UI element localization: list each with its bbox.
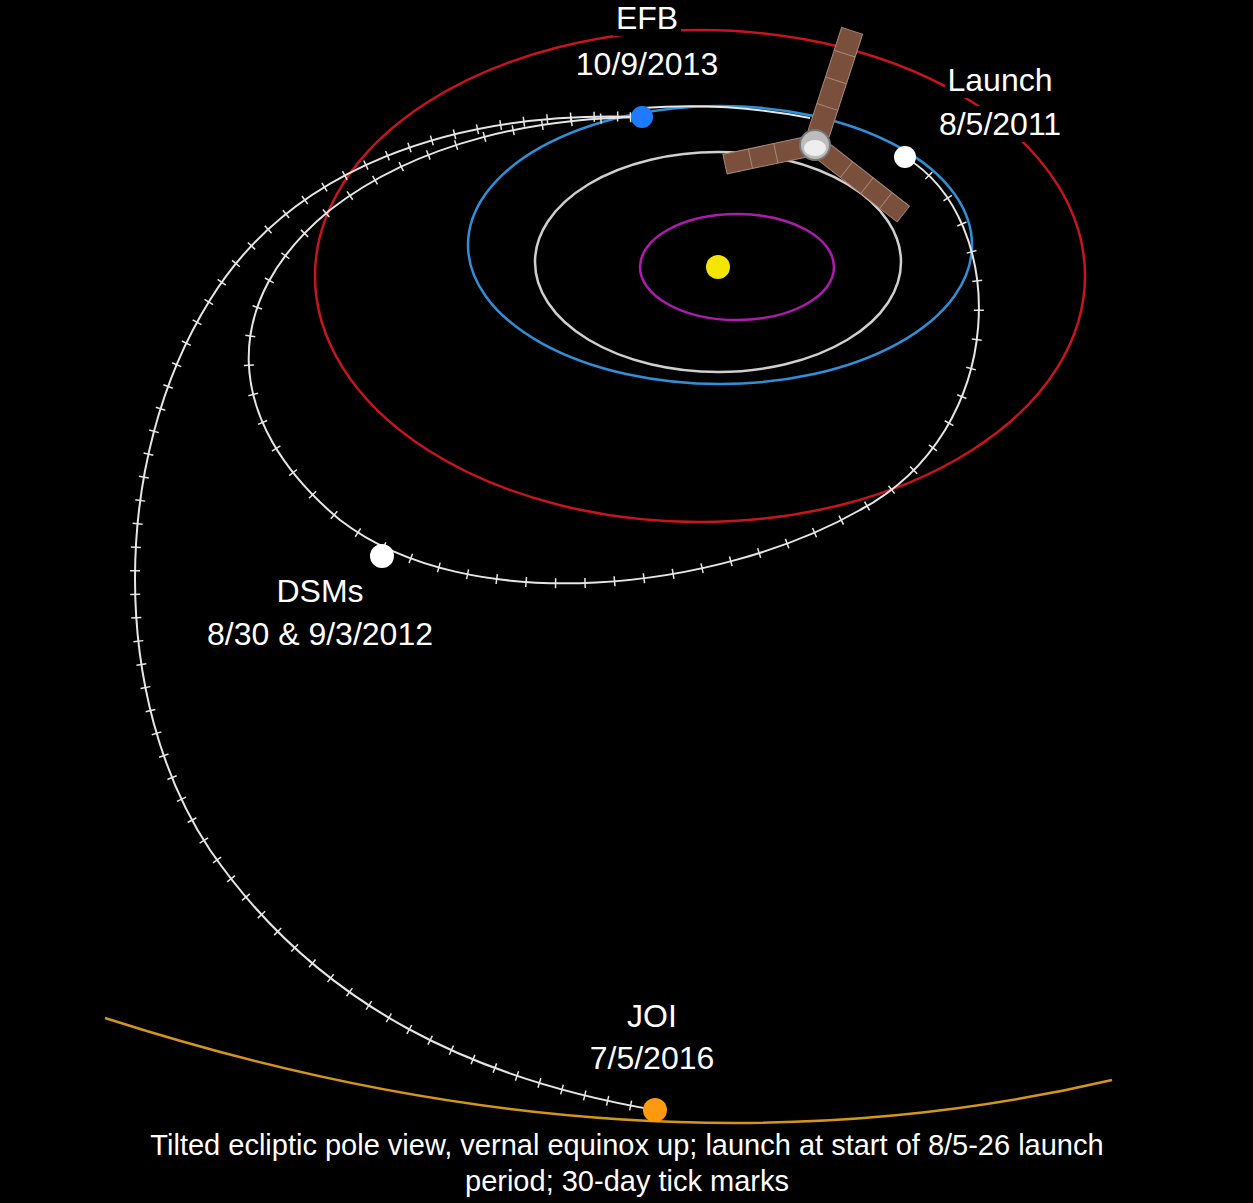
venus-orbit	[535, 152, 901, 372]
trajectory-loop	[249, 117, 979, 583]
event-date: 8/5/2011	[936, 106, 1064, 142]
event-date: 8/30 & 9/3/2012	[204, 616, 436, 652]
launch-marker	[894, 146, 916, 168]
event-name: EFB	[613, 0, 681, 36]
trajectory-segment	[642, 106, 810, 118]
caption: Tilted ecliptic pole view, vernal equino…	[137, 1127, 1117, 1199]
mercury-orbit	[640, 214, 834, 320]
sun	[706, 255, 730, 279]
joi-marker	[643, 1098, 667, 1122]
mars-orbit	[315, 30, 1085, 522]
trajectory-cruise	[135, 116, 655, 1110]
event-date: 7/5/2016	[587, 1040, 718, 1076]
dsm-marker	[370, 544, 394, 568]
efb-marker	[631, 106, 653, 128]
jupiter-orbit	[105, 1018, 1112, 1123]
event-name: DSMs	[273, 573, 366, 609]
event-name: JOI	[624, 998, 680, 1034]
event-date: 10/9/2013	[573, 46, 721, 82]
tick-marks	[135, 116, 655, 1110]
tick-marks	[249, 117, 979, 583]
earth-orbit	[468, 106, 972, 384]
event-name: Launch	[945, 62, 1056, 98]
juno-spacecraft	[723, 27, 909, 221]
